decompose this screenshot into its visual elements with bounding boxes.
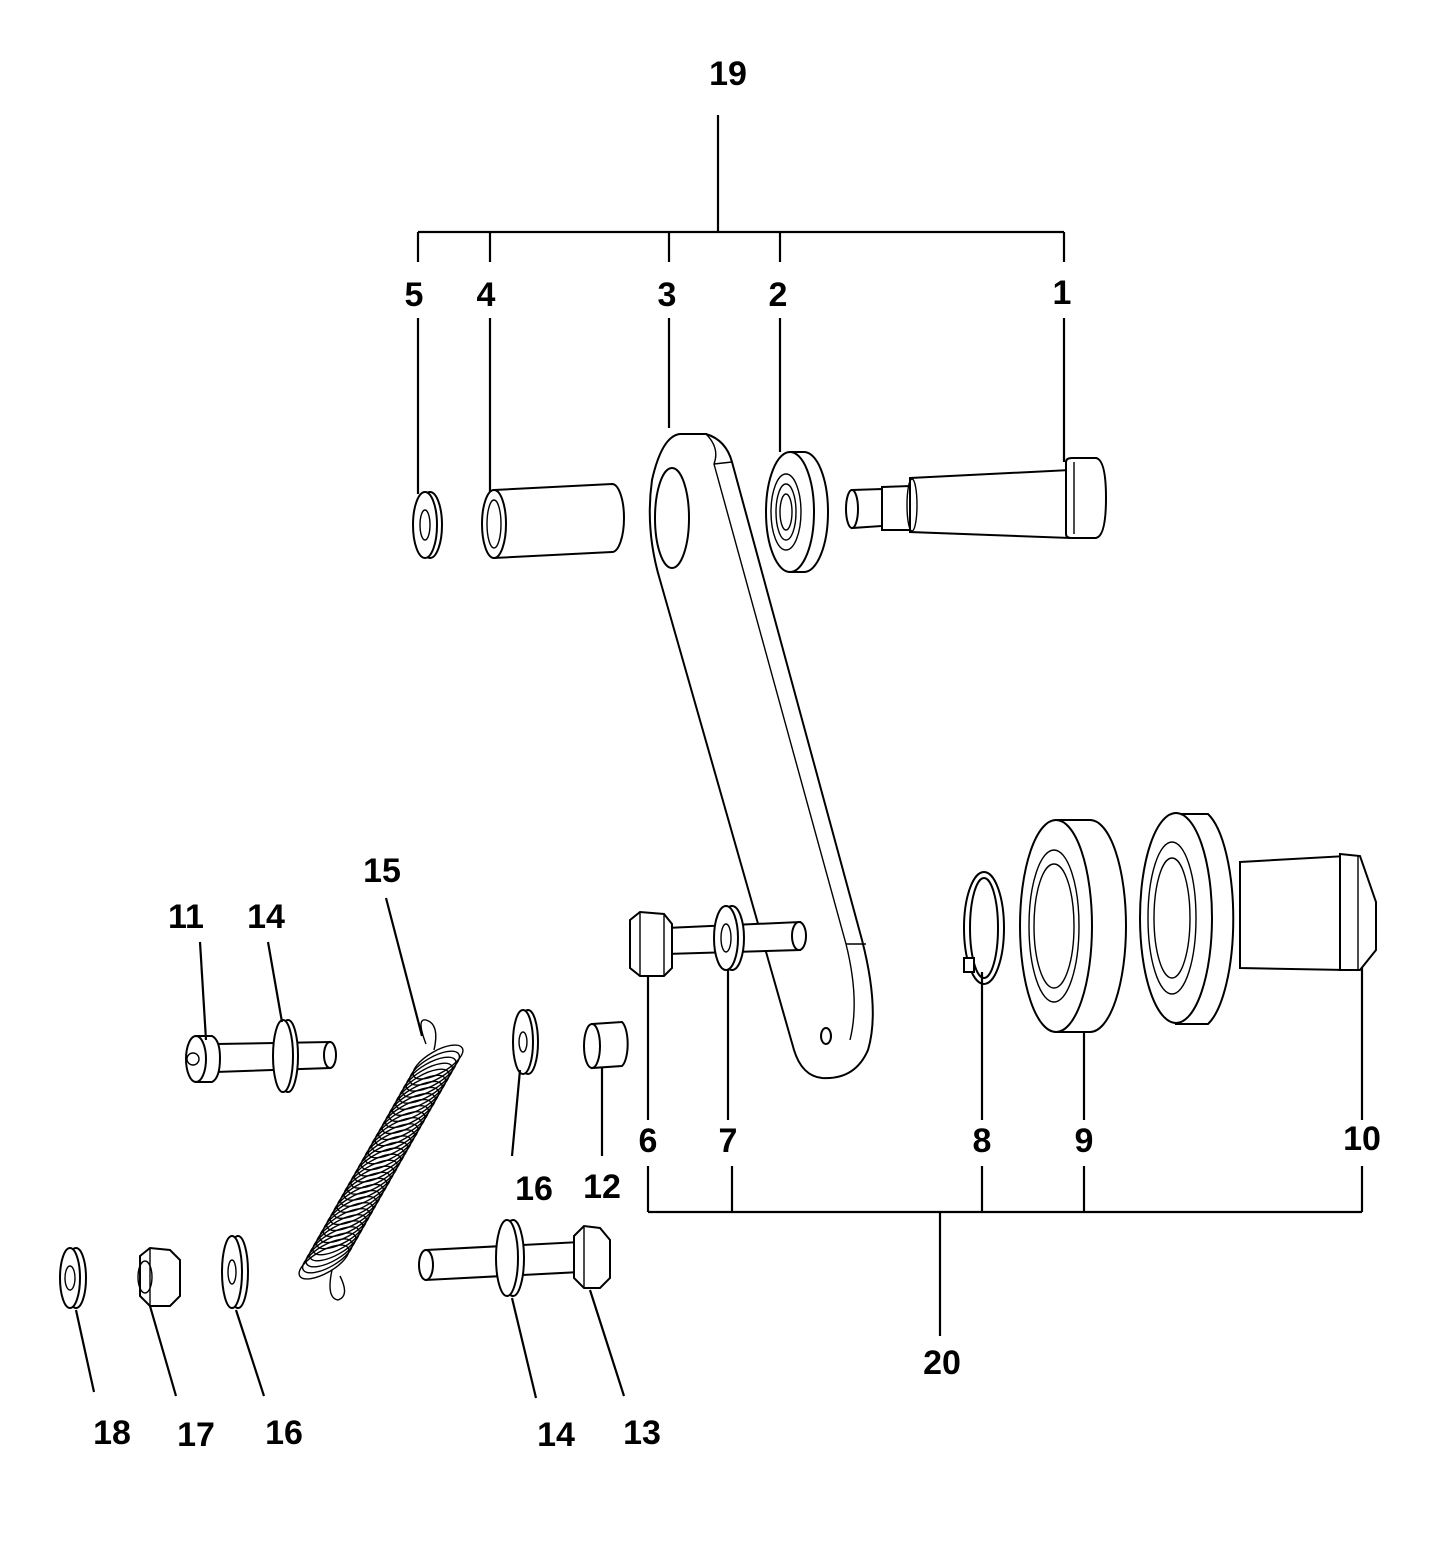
callout-13: 13 [623,1414,661,1452]
callout-7: 7 [719,1122,738,1160]
assembly-19-bracket [416,115,1066,262]
part-2-bearing [765,451,829,573]
part-9-bearing [1019,819,1127,1033]
callout-6: 6 [639,1122,658,1160]
callout-5: 5 [405,276,424,314]
callout-labels: 19 5 4 3 2 1 15 11 14 6 7 8 9 10 16 12 2… [93,55,1381,1454]
part-3-lever-arm [648,433,874,1080]
callout-19: 19 [709,55,747,93]
part-1-shoulder-bolt [845,457,1108,540]
callout-4: 4 [477,276,496,314]
part-7-washer [713,905,745,971]
callout-15: 15 [363,852,401,890]
callout-1: 1 [1053,274,1072,312]
top-leaders [416,318,1066,494]
callout-8: 8 [973,1122,992,1160]
part-8-retaining-ring [963,871,1005,985]
assembly-20-bracket [646,1166,1364,1336]
part-17-hex-nut [137,1246,181,1307]
part-14-washer-upper [272,1019,299,1093]
callout-2: 2 [769,276,788,314]
callout-9: 9 [1075,1122,1094,1160]
callout-3: 3 [658,276,677,314]
callout-14-upper: 14 [247,898,285,936]
lower-leaders [74,897,1364,1399]
part-14-washer-lower [495,1219,525,1297]
part-16-washer-bottom [221,1235,249,1309]
part-4-sleeve [481,482,625,560]
callout-14-lower: 14 [537,1416,575,1454]
part-12-spacer [583,1020,629,1070]
callout-12: 12 [583,1168,621,1206]
part-16-washer-middle [512,1009,539,1075]
part-11-socket-screw [185,1035,337,1083]
callout-17: 17 [177,1416,215,1454]
callout-11: 11 [168,898,204,936]
part-10-roller-shaft [1139,812,1377,1025]
callout-20: 20 [923,1344,961,1382]
callout-16-bottom: 16 [265,1414,303,1452]
callout-18: 18 [93,1414,131,1452]
callout-16-middle: 16 [515,1170,553,1208]
part-18-lock-washer [59,1247,87,1309]
part-15-spring [298,1019,464,1301]
callout-10: 10 [1343,1120,1381,1158]
part-5-washer [412,491,443,559]
